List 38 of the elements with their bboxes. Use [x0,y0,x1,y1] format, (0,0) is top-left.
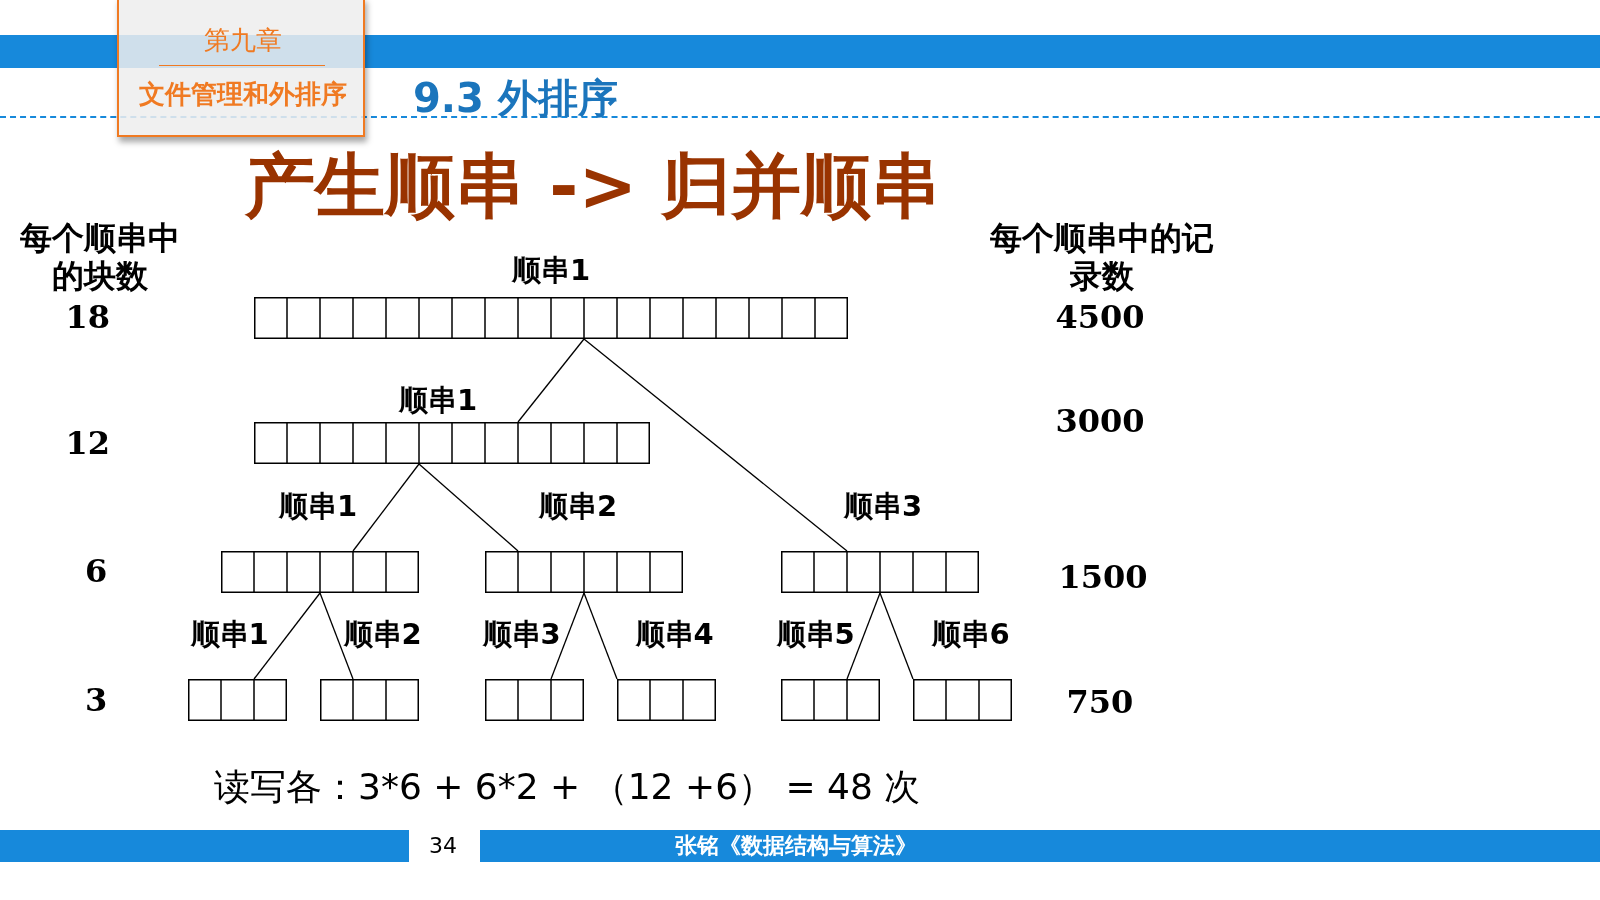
section-heading: 9.3 外排序 [413,75,618,121]
block-count: 6 [85,552,108,590]
block-count: 18 [65,298,111,336]
record-count: 1500 [1058,558,1148,596]
record-count: 750 [1066,683,1134,721]
connector-line [879,592,914,680]
run-label: 顺串5 [776,619,855,651]
connector-line [583,338,848,552]
run-label: 顺串1 [279,491,358,523]
chapter-title: 文件管理和外排序 [139,80,347,110]
connector-line [253,592,321,680]
run-label: 顺串2 [539,491,618,523]
formula-text: 读写各：3*6 + 6*2 + （12 +6） = 48 次 [214,764,921,808]
column-header: 每个顺串中的记录数 [989,219,1215,295]
record-count: 4500 [1055,298,1145,336]
chapter-number: 第九章 [204,26,282,56]
run-label: 顺串3 [844,491,923,523]
footer-text: 张铭《数据结构与算法》 [675,833,917,860]
block-count: 12 [65,424,111,462]
column-header: 每个顺串中的块数 [19,219,181,295]
run-label: 顺串1 [399,385,478,417]
connector-line [319,592,354,680]
run-label: 顺串1 [190,619,269,651]
connector-line [517,338,585,423]
record-count: 3000 [1055,402,1145,440]
run-label: 顺串4 [635,619,714,651]
run-label: 顺串3 [482,619,561,651]
connector-line [583,592,618,680]
run-label: 顺串2 [343,619,422,651]
block-count: 3 [85,681,108,719]
slide-title: 产生顺串 -> 归并顺串 [245,147,942,225]
connector-line [550,592,585,680]
run-label: 顺串1 [512,255,591,287]
connector-line [352,463,420,552]
run-label: 顺串6 [931,619,1010,651]
connector-line [418,463,519,552]
page-number: 34 [429,833,457,860]
connector-line [846,592,881,680]
